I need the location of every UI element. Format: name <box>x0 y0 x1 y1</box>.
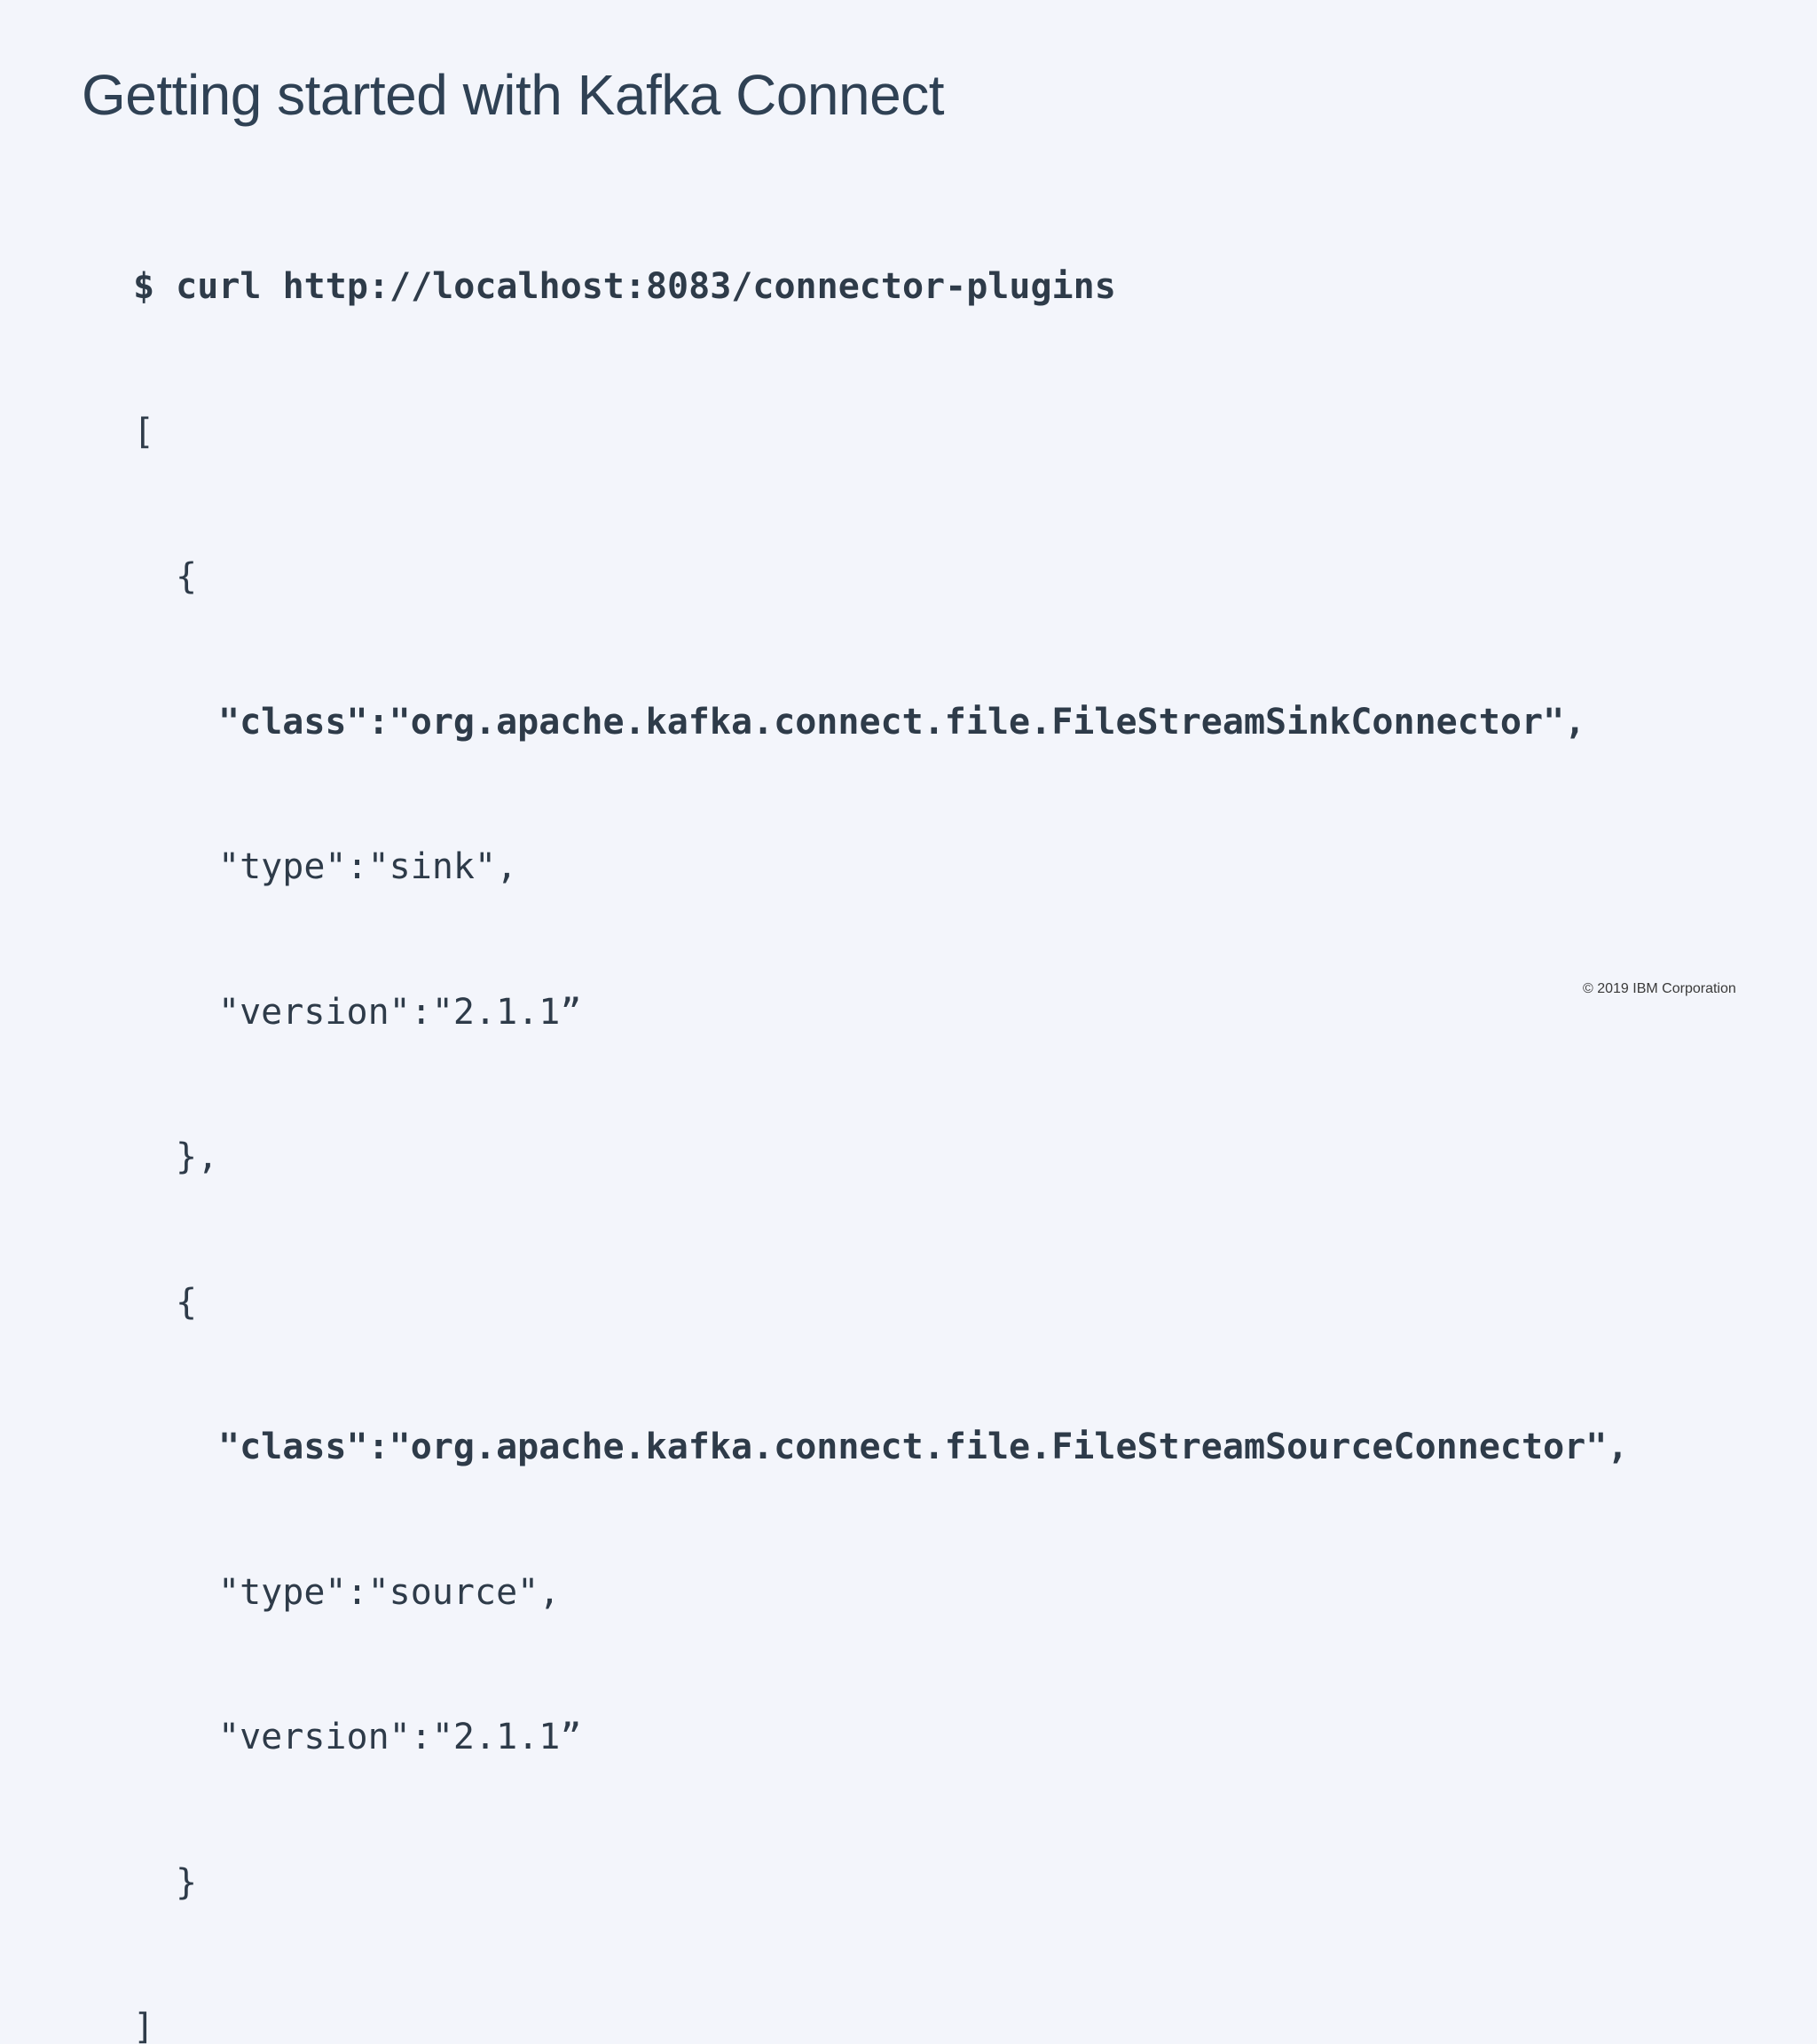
code-line-array-close: ] <box>133 2007 155 2044</box>
code-line-version: "version":"2.1.1” <box>218 1717 582 1757</box>
code-line-version: "version":"2.1.1” <box>218 991 582 1033</box>
code-line-array-open: [ <box>133 411 155 452</box>
code-line-object-close: } <box>176 1861 198 1903</box>
slide-title: Getting started with Kafka Connect <box>82 63 944 127</box>
code-line-class: "class":"org.apache.kafka.connect.file.F… <box>218 701 1586 743</box>
code-line-type: "type":"source", <box>218 1571 561 1613</box>
copyright-notice: © 2019 IBM Corporation <box>1583 981 1736 996</box>
slide: Getting started with Kafka Connect $ cur… <box>82 63 1736 2044</box>
code-line-object-open: { <box>176 556 198 597</box>
code-line-class: "class":"org.apache.kafka.connect.file.F… <box>218 1427 1629 1467</box>
code-line-type: "type":"sink", <box>218 846 518 887</box>
code-line-object-open: { <box>176 1281 198 1323</box>
code-block: $ curl http://localhost:8083/connector-p… <box>133 174 1628 2044</box>
code-line-command: $ curl http://localhost:8083/connector-p… <box>133 266 1116 307</box>
code-line-object-close: }, <box>176 1136 219 1177</box>
